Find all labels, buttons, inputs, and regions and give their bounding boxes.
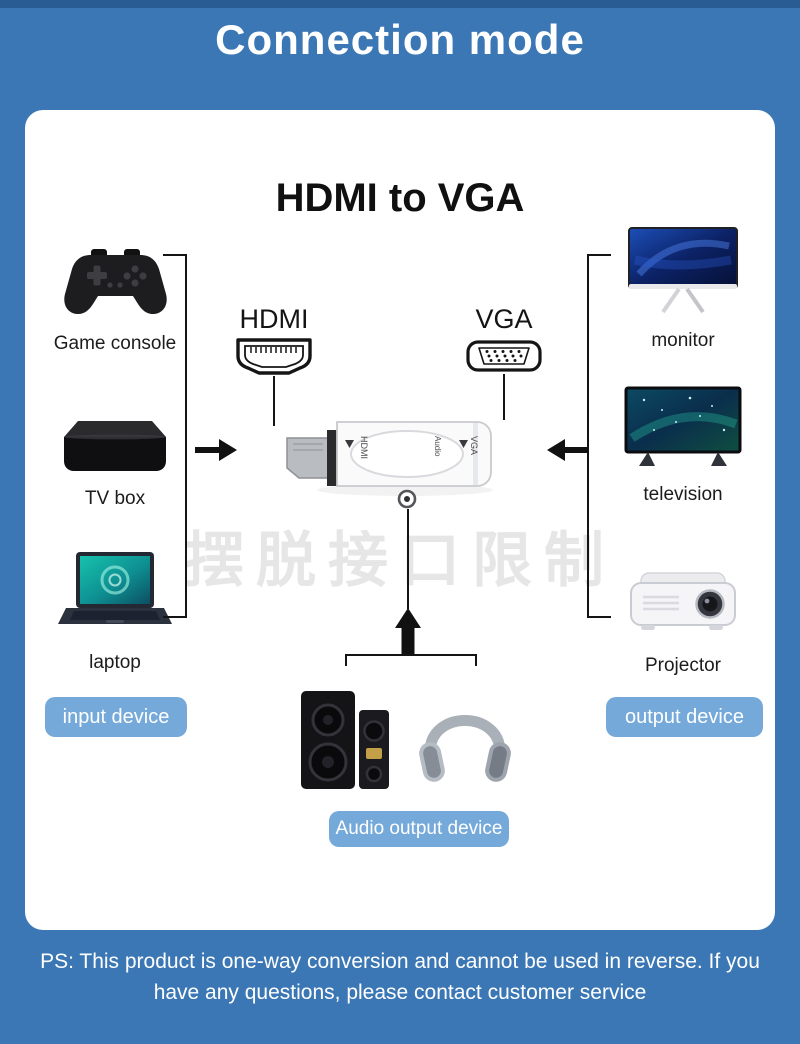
device-tv-box: TV box [35,416,195,510]
device-label: monitor [651,330,715,351]
badge-audio-output-device: Audio output device [329,811,509,847]
device-label: laptop [89,652,141,673]
audio-flow-line [407,509,409,609]
diagram-card: HDMI to VGA 摆脱接口限制 Game console [25,110,775,930]
badge-output-device: output device [606,697,763,737]
input-bracket-vertical [185,254,187,618]
top-accent-bar [0,0,800,8]
speaker-icon [299,686,391,799]
laptop-icon [56,550,174,645]
vga-label: VGA [475,304,533,334]
hdmi-drop-line [273,376,275,426]
gamepad-icon [63,241,168,326]
tv-box-icon [60,416,170,481]
television-icon [624,386,742,477]
arrow-left-icon [547,437,589,468]
device-projector: Projector [603,563,763,677]
adapter-vga-marking: VGA [469,436,479,455]
output-bracket-top-stub [587,254,611,256]
audio-bracket-left-stub [345,654,347,666]
output-bracket-bottom-stub [587,616,611,618]
hdmi-connector-icon [233,336,315,383]
device-game-console: Game console [35,241,195,355]
hdmi-label: HDMI [239,304,309,334]
device-laptop: laptop [35,550,195,674]
device-label: Projector [644,655,722,676]
device-label: TV box [84,488,146,509]
adapter-hdmi-marking: HDMI [359,436,369,459]
footer-line-2: have any questions, please contact custo… [153,981,647,1004]
monitor-icon [627,226,739,323]
audio-bracket-right-stub [475,654,477,666]
page-title: Connection mode [215,16,585,63]
projector-icon [627,563,739,648]
arrow-up-icon [395,608,421,659]
arrow-right-icon [195,437,237,468]
vga-drop-line [503,374,505,420]
diagram-title: HDMI to VGA [275,176,525,220]
footer-note: PS: This product is one-way conversion a… [0,946,800,1008]
headphones-icon [415,688,515,795]
device-television: television [603,386,763,506]
device-monitor: monitor [603,226,763,352]
adapter-audio-marking: Audio [433,436,442,457]
vga-connector-icon [465,337,543,380]
footer-line-1: PS: This product is one-way conversion a… [40,950,760,973]
hdmi-to-vga-adapter-icon: HDMI VGA Audio [283,410,501,517]
input-bracket-bottom-stub [163,616,187,618]
output-bracket-vertical [587,254,589,618]
audio-bracket-horizontal [345,654,477,656]
device-label: Game console [53,333,177,354]
badge-input-device: input device [45,697,187,737]
device-label: television [643,484,723,505]
input-bracket-top-stub [163,254,187,256]
